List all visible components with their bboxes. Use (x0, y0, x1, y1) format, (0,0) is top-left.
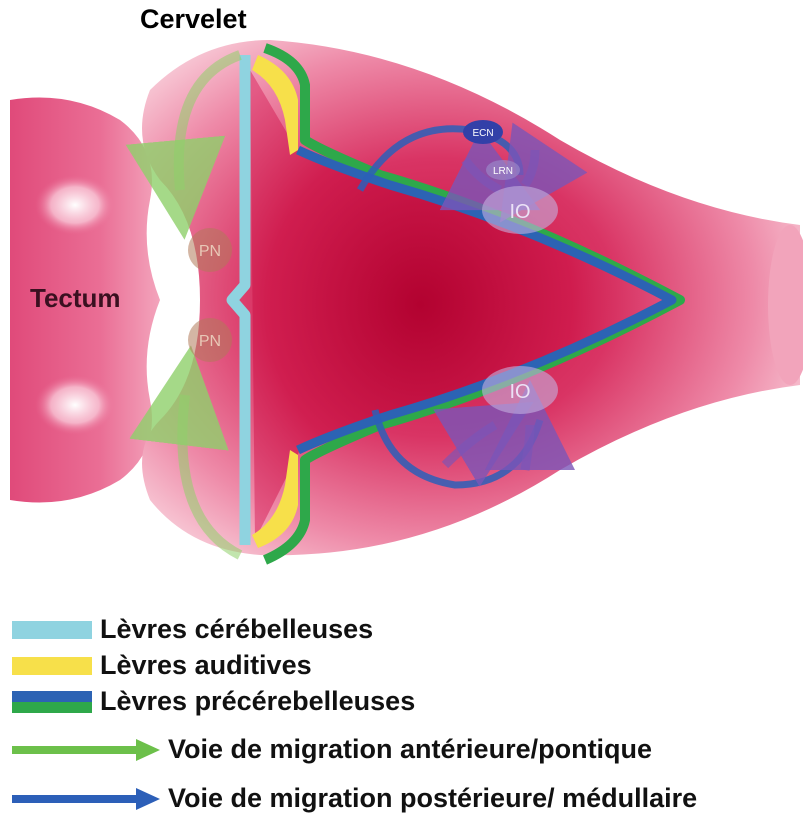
legend-item-precerebellar-lips: Lèvres précérebelleuses (12, 686, 415, 717)
tectum-highlight-bottom (35, 375, 115, 435)
tectum-label: Tectum (30, 283, 121, 313)
pn-label-bottom: PN (199, 333, 221, 350)
legend-item-anterior-pathway: Voie de migration antérieure/pontique (12, 734, 652, 765)
blue-green-swatch (12, 690, 94, 714)
legend-label: Lèvres précérebelleuses (100, 686, 415, 717)
legend-item-posterior-pathway: Voie de migration postérieure/ médullair… (12, 783, 697, 814)
legend-item-cerebellar-lips: Lèvres cérébelleuses (12, 614, 373, 645)
green-arrow-icon (12, 737, 162, 763)
legend-label: Lèvres cérébelleuses (100, 614, 373, 645)
io-label-bottom: IO (509, 381, 530, 403)
pn-label-top: PN (199, 243, 221, 260)
legend-label: Voie de migration antérieure/pontique (168, 734, 652, 765)
legend: Lèvres cérébelleuses Lèvres auditives Lè… (0, 600, 803, 819)
cyan-swatch (12, 619, 94, 641)
yellow-swatch (12, 655, 94, 677)
hindbrain-diagram: PN PN ECN LRN IO IO Tectum (0, 0, 803, 590)
io-label-top: IO (509, 201, 530, 223)
lrn-label: LRN (493, 166, 513, 177)
blue-arrow-icon (12, 786, 162, 812)
tectum-highlight-top (35, 175, 115, 235)
purple-arrow-bottom-2 (525, 425, 530, 470)
legend-label: Voie de migration postérieure/ médullair… (168, 783, 697, 814)
legend-label: Lèvres auditives (100, 650, 312, 681)
ecn-label: ECN (472, 128, 493, 139)
legend-item-auditory-lips: Lèvres auditives (12, 650, 312, 681)
